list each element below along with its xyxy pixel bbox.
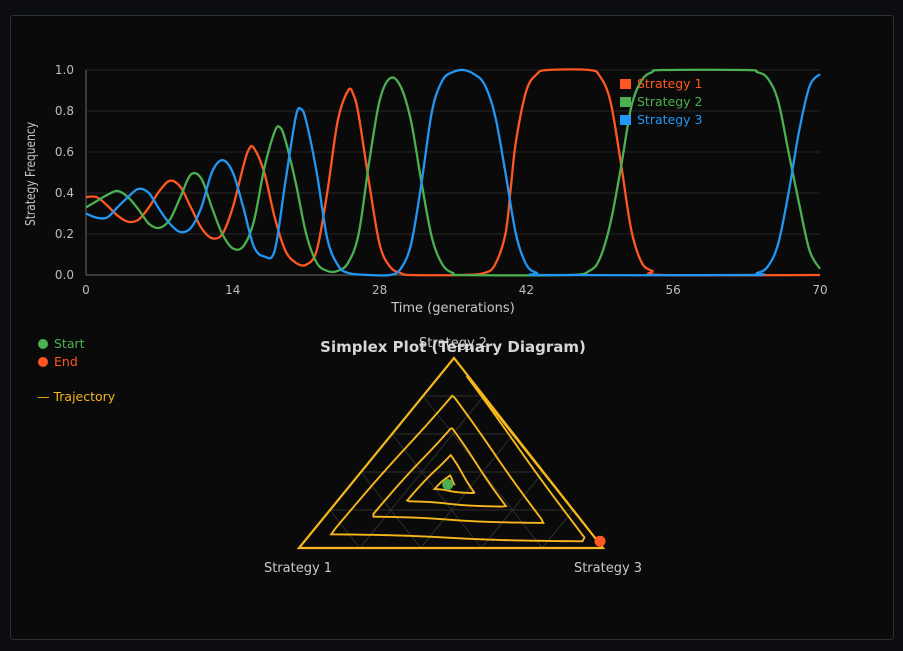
simplex-grid [329,395,574,549]
trajectory-legend-label: — Trajectory [37,389,116,404]
y-tick-label: 0.6 [55,145,74,159]
y-tick-label: 0.0 [55,268,74,282]
y-axis-label: Strategy Frequency [23,122,38,226]
x-tick-label: 42 [519,283,534,297]
series-line-strategy-1 [85,68,821,277]
end-marker [594,535,606,547]
start-marker [442,478,454,490]
x-axis-label: Time (generations) [390,301,515,316]
end-legend-label: End [54,354,78,369]
chart-canvas: 0.0 0.2 0.4 0.6 0.8 1.0 0 14 28 42 56 70 Strategy 1… [23,63,828,576]
chart-panel: 0.0 0.2 0.4 0.6 0.8 1.0 0 14 28 42 56 70 Strategy 1… [10,15,894,640]
y-tick-label: 0.4 [55,186,74,200]
simplex-gridline [391,433,482,549]
simplex-legend: Start End — Trajectory [37,336,116,404]
legend-label-strategy-2: Strategy 2 [637,94,703,109]
x-tick-label: 56 [666,283,681,297]
vertex-label-strategy-3: Strategy 3 [574,561,642,576]
x-tick-label: 70 [812,283,827,297]
start-legend-label: Start [54,336,85,351]
time-series-lines [85,68,821,277]
simplex-gridline [329,509,361,549]
simplex-gridline [481,471,544,549]
series-line-strategy-3 [85,68,821,277]
simplex-title: Simplex Plot (Ternary Diagram) [320,338,586,356]
vertex-label-strategy-1: Strategy 1 [264,561,332,576]
legend-swatch-strategy-2 [620,97,631,107]
time-series-legend: Strategy 1 Strategy 2 Strategy 3 [620,76,703,127]
x-tick-label: 0 [82,283,90,297]
y-tick-label: 0.8 [55,104,74,118]
start-legend-marker [38,339,48,349]
legend-swatch-strategy-3 [620,115,631,125]
legend-label-strategy-1: Strategy 1 [637,76,703,91]
y-tick-label: 0.2 [55,227,74,241]
x-tick-label: 14 [225,283,240,297]
simplex-gridline [420,433,514,549]
legend-label-strategy-3: Strategy 3 [637,112,703,127]
vertex-label-strategy-2: Strategy 2 [419,336,487,351]
x-tick-label: 28 [372,283,387,297]
simplex-trajectory [329,375,601,545]
end-legend-marker [38,357,48,367]
series-line-strategy-2 [85,68,821,277]
y-tick-label: 1.0 [55,63,74,77]
legend-swatch-strategy-1 [620,79,631,89]
